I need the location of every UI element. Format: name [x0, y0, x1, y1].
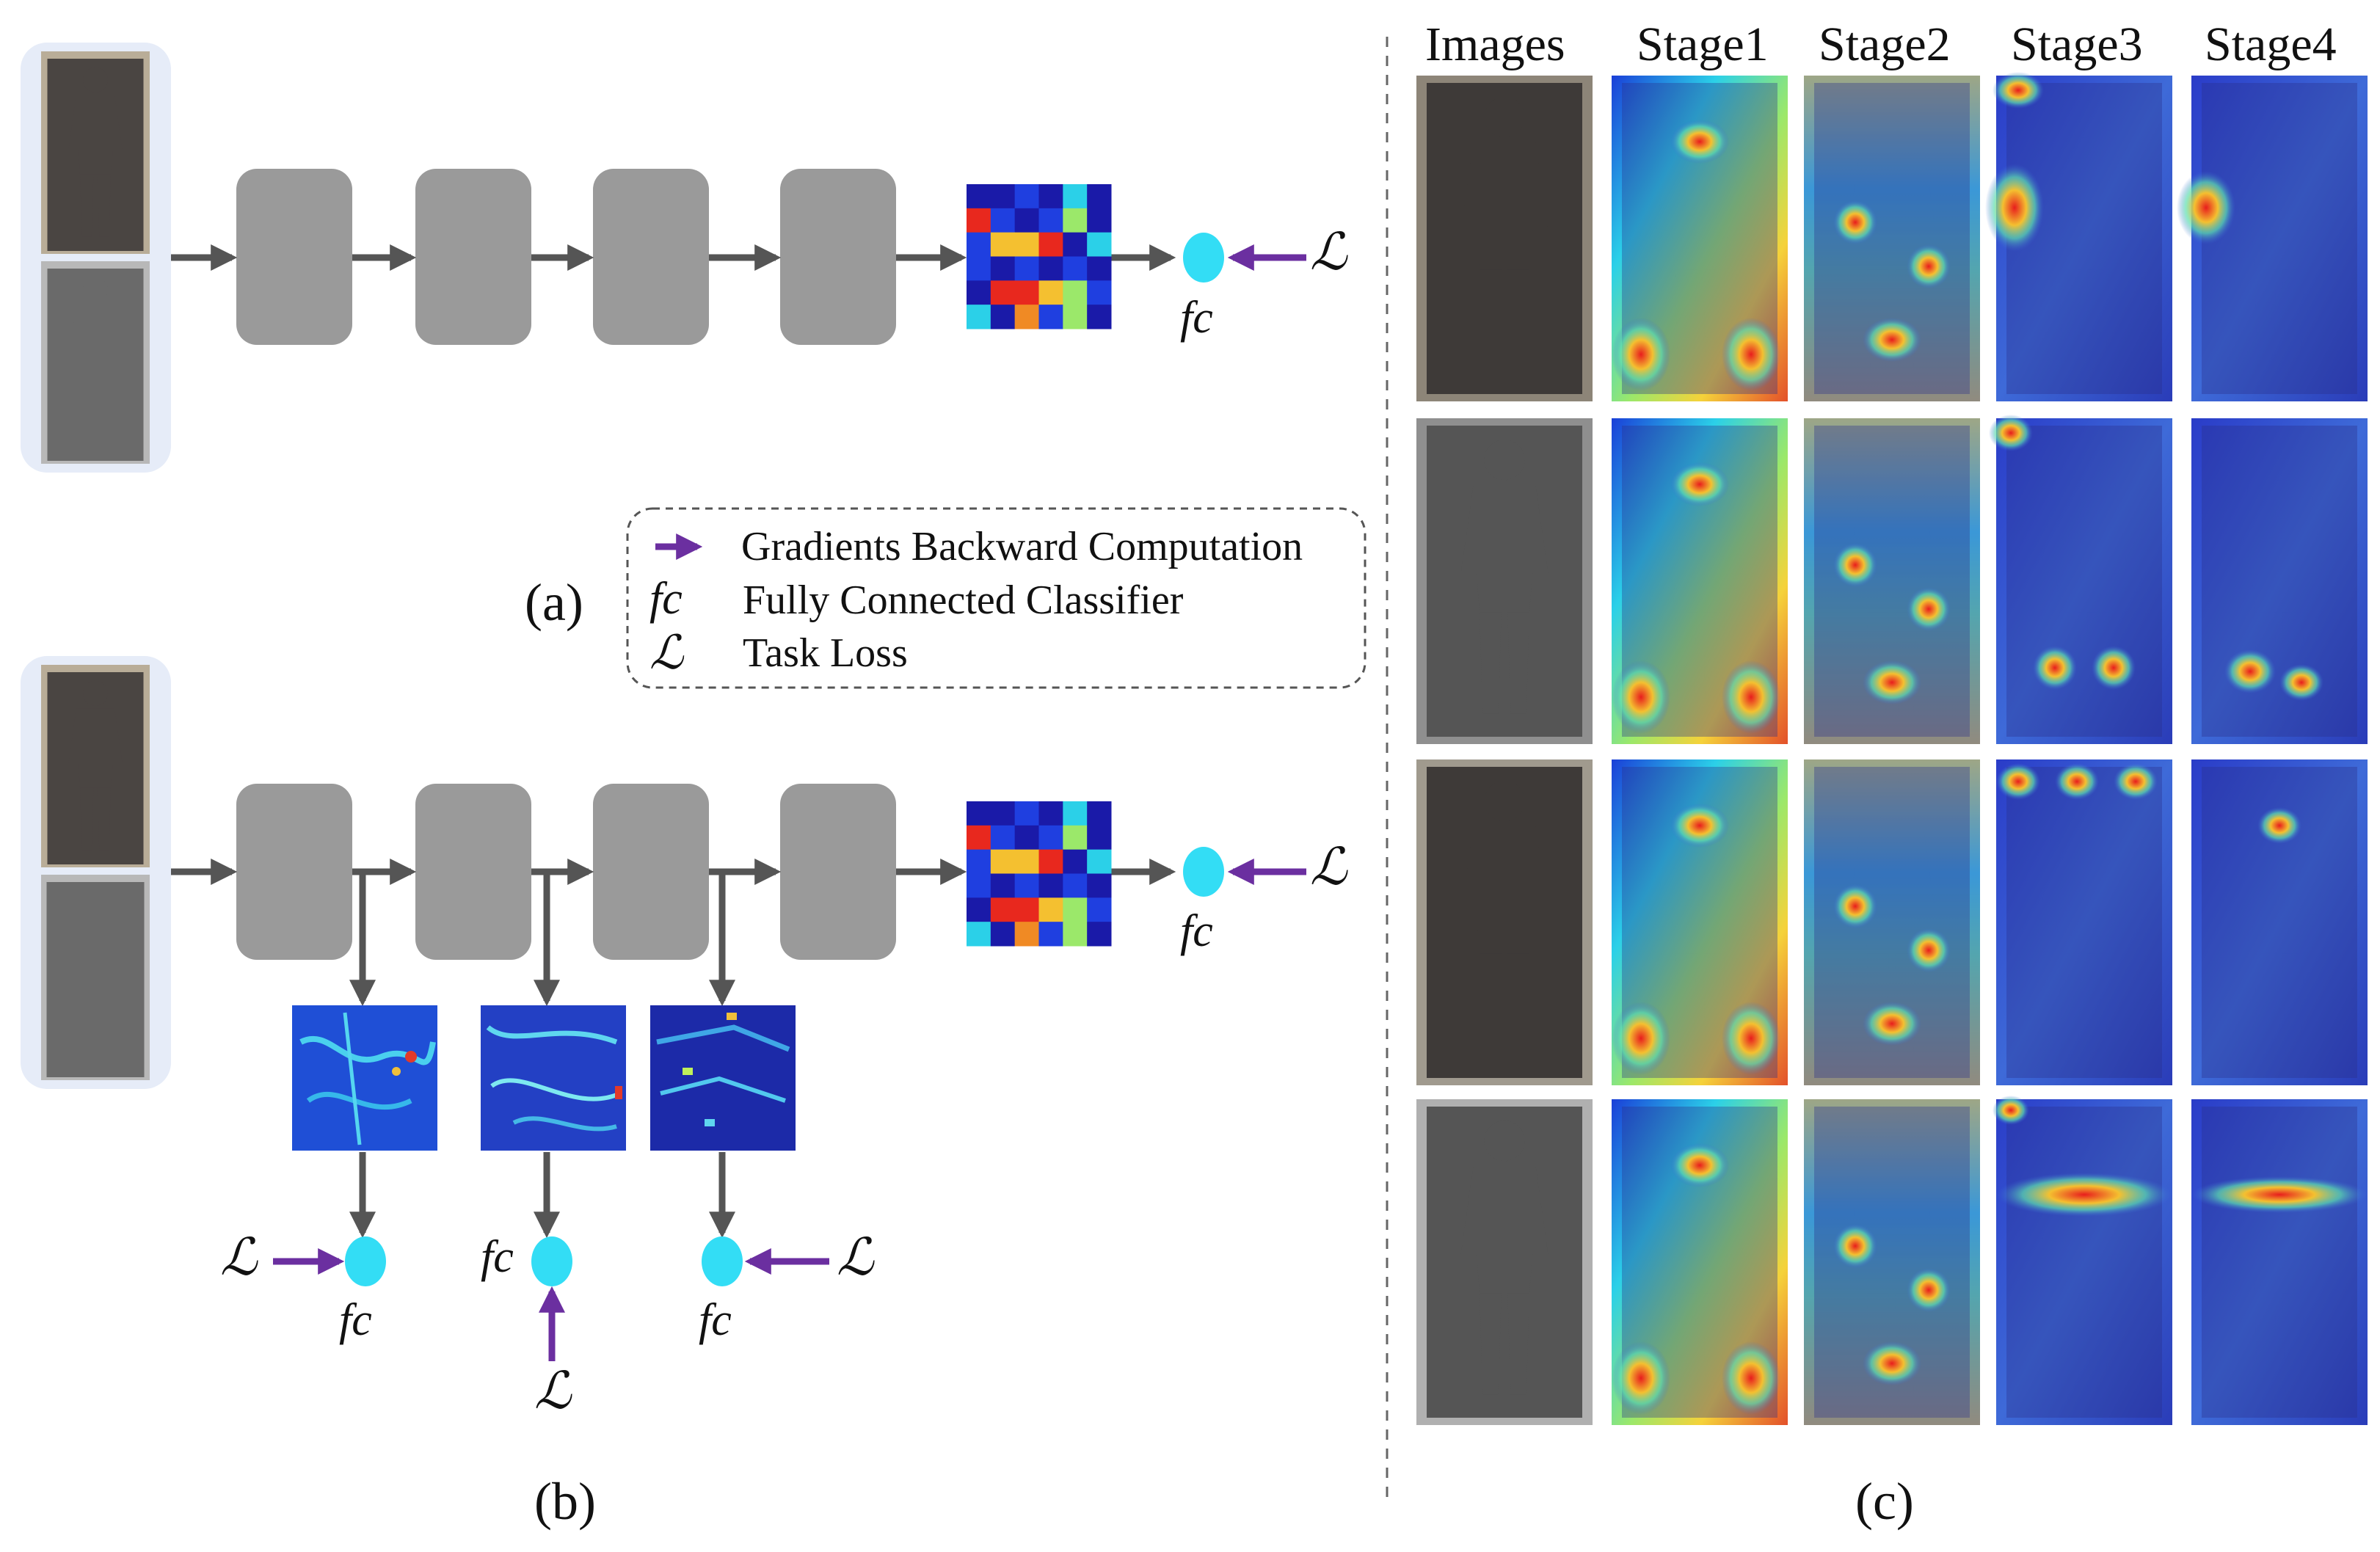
- attention-map: [1989, 415, 2172, 744]
- legend-symbol-loss: ℒ: [649, 627, 684, 679]
- fc-label-a: fc: [1180, 293, 1213, 343]
- col-header-stage1: Stage1: [1637, 18, 1769, 71]
- final-feature-map-b: [967, 801, 1112, 947]
- panel-label-a: (a): [525, 573, 583, 632]
- loss-label-b1: ℒ: [220, 1230, 258, 1286]
- ir-photo-a: [41, 261, 150, 464]
- panel-a: [21, 43, 1306, 473]
- attention-map: [1612, 1099, 1788, 1425]
- attention-map: [2191, 1099, 2368, 1425]
- panel-label-b: (b): [534, 1472, 596, 1531]
- fc-node-b3: [702, 1236, 743, 1286]
- attention-map: [2191, 759, 2368, 1085]
- loss-label-b-final: ℒ: [1310, 839, 1347, 896]
- attention-map: [1993, 1096, 2172, 1425]
- rgb-photo-b: [41, 665, 150, 867]
- input-image: [1416, 76, 1593, 401]
- fc-node-b2: [531, 1236, 572, 1286]
- col-header-stage4: Stage4: [2205, 18, 2337, 71]
- attention-map: [1804, 76, 1980, 401]
- fc-label-b-final: fc: [1180, 906, 1213, 956]
- forward-arrows-b: [171, 859, 1176, 1239]
- attention-map: [1985, 72, 2172, 401]
- attention-map: [1612, 418, 1788, 744]
- fc-node-a: [1183, 233, 1224, 283]
- intermediate-map-1: [292, 1005, 437, 1151]
- final-feature-map-a: [967, 184, 1112, 329]
- input-image: [1416, 418, 1593, 744]
- col-header-stage2: Stage2: [1819, 18, 1951, 71]
- stage-block-4: [780, 169, 896, 345]
- attention-map: [1804, 418, 1980, 744]
- fc-label-b1: fc: [339, 1295, 372, 1345]
- stage-block-b1: [236, 784, 352, 960]
- legend-text-loss: Task Loss: [743, 630, 908, 676]
- stage-block-b4: [780, 784, 896, 960]
- attention-map: [1804, 759, 1980, 1085]
- stage-block-3: [593, 169, 709, 345]
- stage-block-b2: [415, 784, 531, 960]
- legend-box: [626, 507, 1367, 689]
- col-header-images: Images: [1425, 18, 1565, 71]
- attention-map: [1612, 76, 1788, 401]
- fc-node-b-final: [1183, 847, 1224, 897]
- rgb-photo-a: [41, 51, 150, 254]
- gradient-arrows-b: [273, 859, 1306, 1361]
- intermediate-map-3: [650, 1005, 796, 1151]
- intermediate-map-2: [481, 1005, 626, 1151]
- panel-b: [21, 656, 1306, 1361]
- fc-label-b3: fc: [699, 1295, 732, 1345]
- fc-node-b1: [345, 1236, 386, 1286]
- ir-photo-b: [41, 875, 150, 1080]
- panel-label-c: (c): [1855, 1472, 1914, 1531]
- panel-c-grid: [1416, 72, 2368, 1425]
- input-image: [1416, 1099, 1593, 1425]
- attention-map: [2191, 418, 2368, 744]
- legend-symbol-fc: fc: [649, 574, 683, 624]
- stage-block-1: [236, 169, 352, 345]
- stage-block-2: [415, 169, 531, 345]
- attention-map: [1996, 759, 2172, 1085]
- attention-map: [1612, 759, 1788, 1085]
- input-image: [1416, 759, 1593, 1085]
- loss-label-b2: ℒ: [534, 1363, 572, 1420]
- legend-text-gradients: Gradients Backward Computation: [741, 524, 1303, 569]
- stage-block-b3: [593, 784, 709, 960]
- attention-map: [2177, 76, 2368, 401]
- col-header-stage3: Stage3: [2011, 18, 2143, 71]
- loss-label-a: ℒ: [1310, 225, 1347, 281]
- legend-text-fc: Fully Connected Classifier: [743, 578, 1184, 623]
- fc-label-b2: fc: [481, 1232, 514, 1282]
- loss-label-b3: ℒ: [837, 1230, 874, 1286]
- attention-map: [1804, 1099, 1980, 1425]
